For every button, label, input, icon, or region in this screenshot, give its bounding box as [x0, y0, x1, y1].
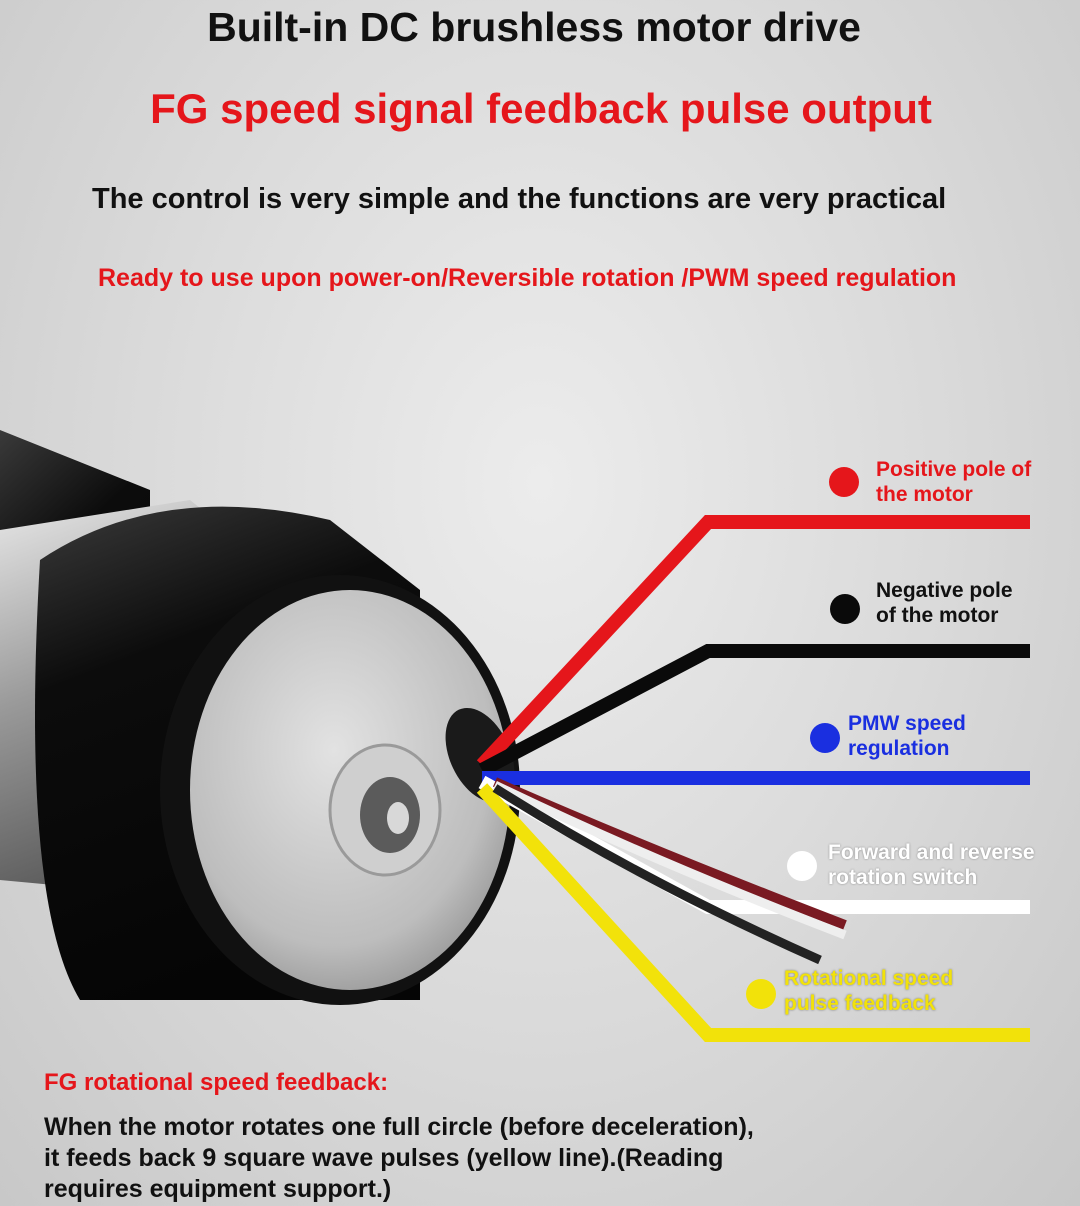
legend-dots	[746, 467, 860, 1009]
legend-dot-white	[787, 851, 817, 881]
page-subtitle: FG speed signal feedback pulse output	[150, 85, 932, 132]
wire-black	[478, 644, 1030, 777]
motor-end-cap	[190, 590, 510, 990]
legend-dot-blue	[810, 723, 840, 753]
tagline: The control is very simple and the funct…	[92, 183, 947, 215]
wire-lines	[476, 515, 1030, 1042]
wire-yellow	[476, 783, 1030, 1042]
legend-dot-black	[830, 594, 860, 624]
legend-dot-yellow	[746, 979, 776, 1009]
fg-heading: FG rotational speed feedback:	[44, 1069, 389, 1096]
fg-description: When the motor rotates one full circle (…	[44, 1113, 754, 1203]
legend-dot-red	[829, 467, 859, 497]
feature-list: Ready to use upon power-on/Reversible ro…	[98, 264, 957, 292]
wire-red	[476, 515, 1030, 770]
page-title: Built-in DC brushless motor drive	[207, 4, 861, 50]
